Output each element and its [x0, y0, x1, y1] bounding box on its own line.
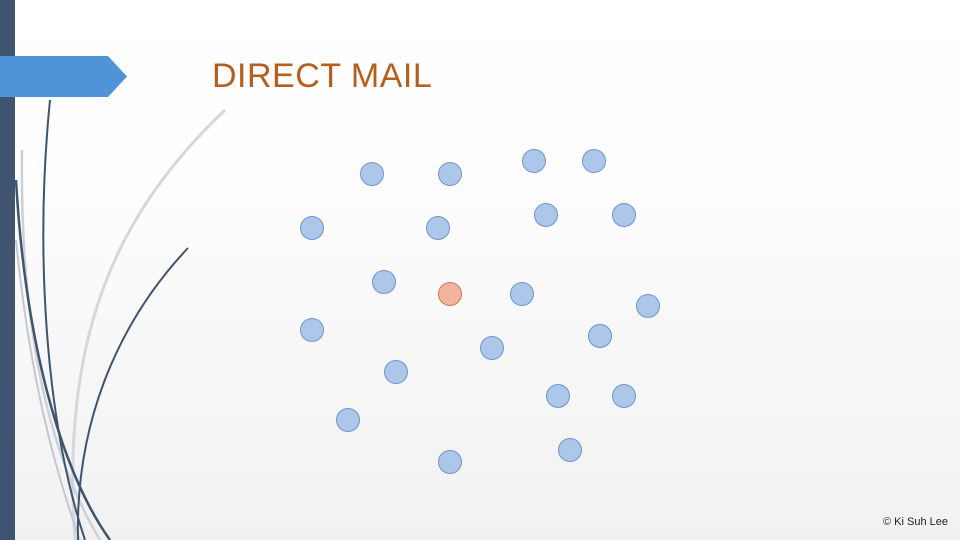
- node: [336, 408, 360, 432]
- node: [522, 149, 546, 173]
- node: [372, 270, 396, 294]
- node: [582, 149, 606, 173]
- node: [360, 162, 384, 186]
- node: [636, 294, 660, 318]
- node: [438, 450, 462, 474]
- decorative-curves: [14, 99, 227, 540]
- node: [480, 336, 504, 360]
- node: [612, 203, 636, 227]
- node: [558, 438, 582, 462]
- node-group: [300, 149, 660, 474]
- node: [426, 216, 450, 240]
- node: [510, 282, 534, 306]
- slide-title: DIRECT MAIL: [212, 57, 433, 95]
- highlighted-node: [438, 282, 462, 306]
- left-accent-bar: [0, 0, 15, 540]
- node: [300, 318, 324, 342]
- node: [546, 384, 570, 408]
- copyright-note: © Ki Suh Lee: [883, 516, 948, 528]
- node: [384, 360, 408, 384]
- node: [534, 203, 558, 227]
- node: [588, 324, 612, 348]
- node: [612, 384, 636, 408]
- node: [300, 216, 324, 240]
- title-arrow-shape: [0, 56, 127, 97]
- node: [438, 162, 462, 186]
